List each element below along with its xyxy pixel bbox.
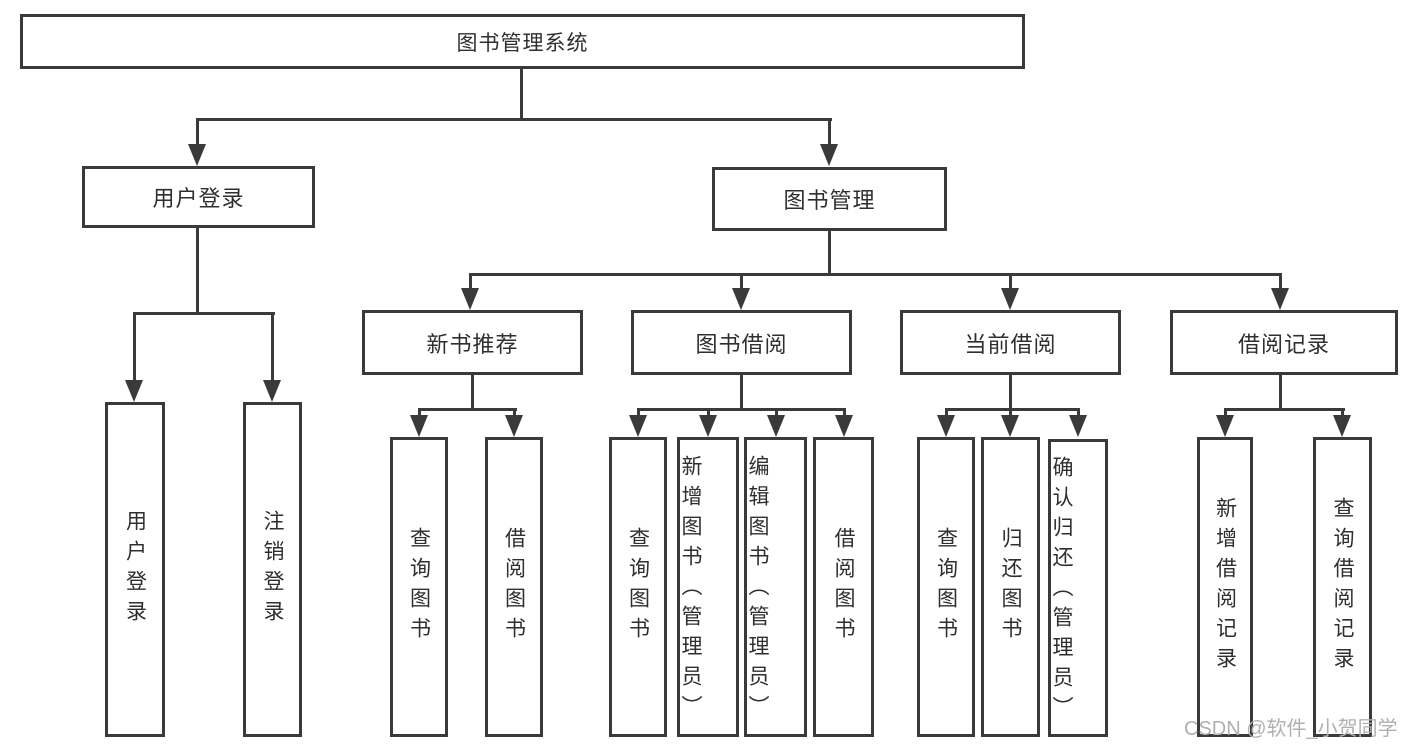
node-root-label: 图书管理系统 (456, 31, 589, 55)
leaf-confirm-return-admin-label: 确认归还（管理员） (1050, 456, 1073, 726)
connector-line (740, 273, 743, 291)
arrow-down-icon (1001, 288, 1019, 310)
arrow-down-icon (629, 415, 647, 437)
connector-line (843, 408, 846, 418)
arrow-down-icon (937, 415, 955, 437)
leaf-query-books-borrow-label: 查询图书 (626, 527, 650, 647)
node-book-borrow-label: 图书借阅 (695, 331, 788, 357)
connector-line (775, 408, 778, 418)
connector-line (471, 375, 474, 411)
leaf-borrow-books-recommend: 借阅图书 (485, 437, 543, 737)
arrow-down-icon (263, 380, 281, 402)
arrow-down-icon (1001, 415, 1019, 437)
arrow-down-icon (767, 415, 785, 437)
leaf-logout: 注销登录 (243, 402, 302, 737)
connector-line (637, 408, 640, 418)
node-book-management-label: 图书管理 (783, 188, 876, 213)
leaf-edit-books-admin: 编辑图书（管理员） (744, 437, 807, 737)
node-book-management: 图书管理 (712, 167, 947, 231)
leaf-user-login-label: 用户登录 (123, 509, 147, 630)
leaf-add-borrow-record-label: 新增借阅记录 (1213, 497, 1237, 677)
node-current-borrow: 当前借阅 (900, 310, 1121, 375)
arrow-down-icon (835, 415, 853, 437)
leaf-edit-books-admin-label: 编辑图书（管理员） (746, 455, 769, 725)
connector-line (1341, 408, 1344, 418)
node-borrow-record: 借阅记录 (1170, 310, 1398, 375)
connector-line (196, 118, 832, 121)
leaf-query-books-recommend-label: 查询图书 (407, 527, 431, 647)
arrow-down-icon (410, 415, 428, 437)
connector-line (469, 273, 1282, 276)
connector-line (1224, 408, 1345, 411)
connector-line (707, 408, 710, 418)
arrow-down-icon (820, 144, 838, 166)
csdn-watermark: CSDN @软件_小贺同学 (1184, 718, 1398, 740)
arrow-down-icon (732, 288, 750, 310)
connector-line (637, 408, 846, 411)
connector-line (418, 408, 421, 418)
leaf-add-books-admin: 新增图书（管理员） (677, 437, 739, 737)
connector-line (469, 273, 472, 291)
arrow-down-icon (699, 415, 717, 437)
connector-line (271, 312, 274, 382)
connector-line (828, 231, 831, 275)
connector-line (1009, 408, 1012, 418)
connector-line (945, 408, 1080, 411)
connector-line (828, 118, 831, 146)
arrow-down-icon (1271, 288, 1289, 310)
leaf-user-login: 用户登录 (105, 402, 165, 737)
arrow-down-icon (1216, 415, 1234, 437)
connector-line (1009, 375, 1012, 411)
arrow-down-icon (125, 380, 143, 402)
connector-line (1009, 273, 1012, 291)
leaf-borrow-books-borrow: 借阅图书 (813, 437, 874, 737)
connector-line (1077, 408, 1080, 418)
node-new-book-recommend-label: 新书推荐 (426, 331, 519, 357)
node-new-book-recommend: 新书推荐 (362, 310, 583, 375)
node-user-login-label: 用户登录 (152, 186, 245, 211)
leaf-return-books-label: 归还图书 (999, 527, 1022, 647)
leaf-add-borrow-record: 新增借阅记录 (1197, 437, 1253, 737)
arrow-down-icon (1333, 415, 1351, 437)
connector-line (1279, 273, 1282, 291)
node-book-borrow: 图书借阅 (631, 310, 852, 375)
connector-line (740, 375, 743, 411)
node-root: 图书管理系统 (20, 14, 1025, 69)
leaf-borrow-books-borrow-label: 借阅图书 (832, 527, 855, 647)
node-current-borrow-label: 当前借阅 (964, 331, 1057, 357)
leaf-query-books-current-label: 查询图书 (934, 527, 958, 647)
leaf-add-books-admin-label: 新增图书（管理员） (679, 455, 702, 725)
connector-line (520, 69, 523, 118)
connector-line (513, 408, 516, 418)
connector-line (133, 312, 275, 315)
connector-line (196, 118, 199, 146)
leaf-borrow-books-recommend-label: 借阅图书 (502, 527, 526, 647)
arrow-down-icon (188, 144, 206, 166)
connector-line (1224, 408, 1227, 418)
arrow-down-icon (1069, 415, 1087, 437)
connector-line (945, 408, 948, 418)
leaf-return-books: 归还图书 (981, 437, 1040, 737)
arrow-down-icon (461, 288, 479, 310)
leaf-query-books-borrow: 查询图书 (609, 437, 667, 737)
connector-line (133, 312, 136, 382)
leaf-query-borrow-record-label: 查询借阅记录 (1331, 497, 1354, 677)
connector-line (196, 228, 199, 315)
leaf-query-books-recommend: 查询图书 (390, 437, 448, 737)
connector-line (1279, 375, 1282, 411)
node-borrow-record-label: 借阅记录 (1237, 331, 1330, 357)
leaf-confirm-return-admin: 确认归还（管理员） (1048, 439, 1108, 737)
arrow-down-icon (505, 415, 523, 437)
connector-line (418, 408, 517, 411)
node-user-login: 用户登录 (82, 166, 315, 228)
leaf-query-borrow-record: 查询借阅记录 (1313, 437, 1372, 737)
leaf-logout-label: 注销登录 (261, 509, 284, 630)
leaf-query-books-current: 查询图书 (917, 437, 975, 737)
